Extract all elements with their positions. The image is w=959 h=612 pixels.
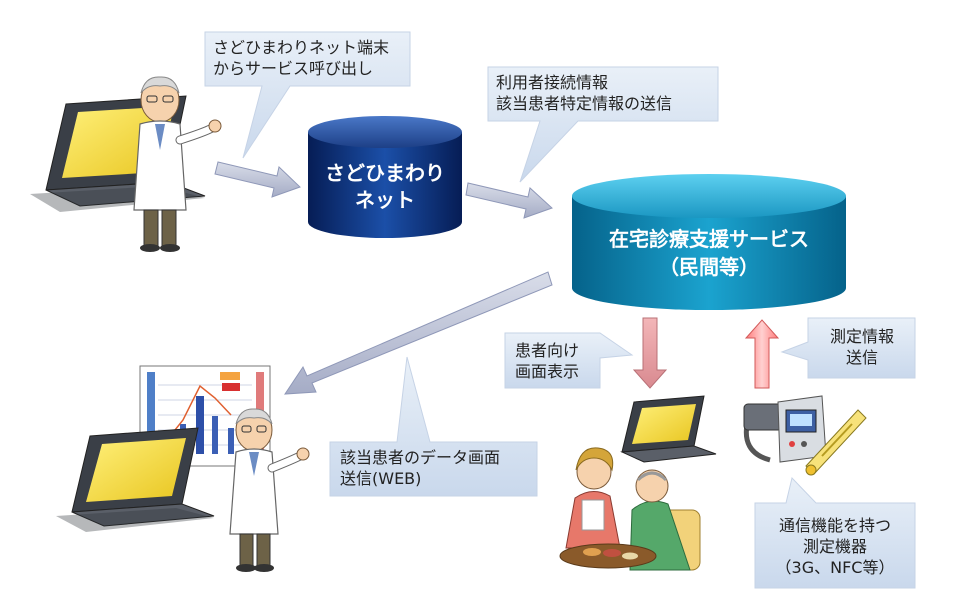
elderly-couple xyxy=(559,447,701,571)
arrow-net-to-service xyxy=(465,182,553,219)
blood-pressure-monitor xyxy=(743,395,827,463)
node-home-care-service-label: 在宅診療支援サービス （民間等） xyxy=(609,227,809,279)
callout-device xyxy=(754,476,916,589)
callout-measurement-send-text: 測定情報 送信 xyxy=(829,327,894,367)
callout-measurement-send xyxy=(780,317,916,379)
cylinder-home-care-service xyxy=(572,174,846,310)
arrow-service-to-patient xyxy=(632,317,668,389)
callout-call-service xyxy=(204,31,411,159)
callout-call-service-text: さどひまわりネット端末 からサービス呼び出し xyxy=(213,38,390,78)
laptop-bottom-left xyxy=(56,427,215,532)
doctor-bottom xyxy=(229,408,310,572)
thermometer xyxy=(805,409,867,476)
callout-user-info xyxy=(487,66,719,183)
arrow-doctor-to-net xyxy=(214,161,301,198)
arrow-service-to-doctor xyxy=(284,271,553,395)
doctor-top xyxy=(133,76,222,252)
callout-patient-display-text: 患者向け 画面表示 xyxy=(515,341,580,381)
callout-user-info-text: 利用者接続情報 該当患者特定情報の送信 xyxy=(496,73,673,113)
callout-patient-display xyxy=(504,332,634,389)
callout-patient-web-text: 該当患者のデータ画面 送信(WEB) xyxy=(340,448,501,488)
callout-device-text: 通信機能を持つ 測定機器 （3G、NFC等） xyxy=(775,516,895,577)
callout-patient-web xyxy=(329,356,538,497)
cylinder-sadohimawari-net xyxy=(308,116,462,238)
laptop-patient xyxy=(620,395,717,463)
node-sadohimawari-net-label: さどひまわり ネット xyxy=(325,161,445,212)
arrow-device-to-service xyxy=(744,319,780,389)
